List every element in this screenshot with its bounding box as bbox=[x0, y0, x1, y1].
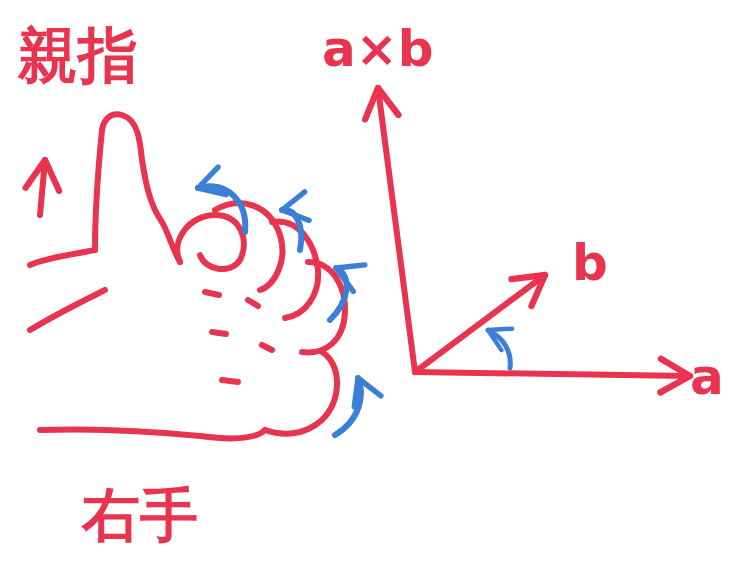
vector-a bbox=[415, 372, 690, 376]
vector-label: a bbox=[690, 350, 724, 405]
hand-label: 右手 bbox=[82, 484, 198, 548]
vector-b bbox=[415, 275, 545, 372]
right-hand bbox=[30, 114, 345, 438]
rotation-arrows bbox=[198, 186, 361, 435]
thumb-label: 親指 bbox=[18, 22, 138, 88]
vectors bbox=[378, 88, 690, 376]
cross-product-label: a×b bbox=[322, 22, 433, 77]
vector-cross-product bbox=[378, 88, 415, 372]
thumb-direction-arrow bbox=[40, 160, 45, 215]
angle-arrow bbox=[488, 330, 510, 368]
vector-label: b bbox=[572, 236, 608, 291]
